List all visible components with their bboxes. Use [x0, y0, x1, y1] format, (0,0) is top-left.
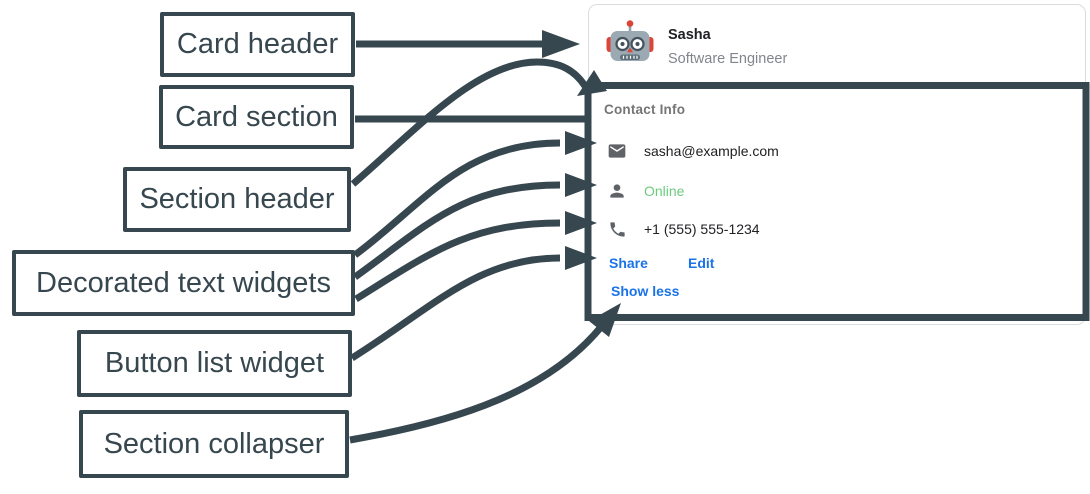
annotation-label-text: Button list widget [104, 347, 325, 379]
annotation-label-text: Card section [175, 100, 338, 133]
email-text: sasha@example.com [644, 143, 779, 159]
annotation-label-text: Section collapser [103, 427, 325, 460]
annotation-label-text: Card header [176, 28, 339, 60]
arrow-card-header [356, 30, 580, 58]
arrow-section-header [350, 58, 607, 187]
arrow-section-collapser [349, 303, 621, 444]
annotation-label-text: Decorated text widgets [36, 266, 331, 299]
decorated-text-status: Online [589, 181, 684, 201]
card-title: Sasha [668, 27, 711, 43]
annotation-label-text: Section header [139, 183, 335, 215]
edit-button[interactable]: Edit [688, 255, 715, 271]
person-icon [607, 181, 627, 201]
share-button[interactable]: Share [609, 255, 648, 271]
section-header: Contact Info [604, 102, 686, 117]
email-icon [607, 141, 627, 161]
decorated-text-email: sasha@example.com [589, 141, 779, 161]
robot-nose [627, 47, 633, 53]
annotation-label-section-header: Section header [123, 167, 351, 232]
section-collapser-button[interactable]: Show less [611, 283, 680, 299]
card-subtitle: Software Engineer [668, 51, 788, 67]
annotation-label-card-header: Card header [160, 12, 355, 77]
robot-avatar [606, 20, 654, 61]
annotation-label-button-list-widget: Button list widget [77, 330, 352, 397]
annotation-label-decorated-text-widgets: Decorated text widgets [12, 250, 355, 316]
arrow-decorated-text-3 [354, 211, 597, 302]
contact-card: Sasha Software Engineer Contact Info sas… [588, 4, 1086, 325]
annotation-label-card-section: Card section [159, 85, 354, 149]
robot-antenna [628, 24, 632, 33]
phone-text: +1 (555) 555-1234 [644, 221, 760, 237]
phone-icon [607, 219, 627, 239]
arrow-button-list [350, 246, 597, 361]
arrow-decorated-text-2 [352, 173, 597, 280]
arrow-decorated-text-1 [352, 131, 597, 258]
status-text: Online [644, 183, 685, 199]
annotation-label-section-collapser: Section collapser [79, 410, 349, 478]
decorated-text-phone: +1 (555) 555-1234 [589, 219, 760, 239]
